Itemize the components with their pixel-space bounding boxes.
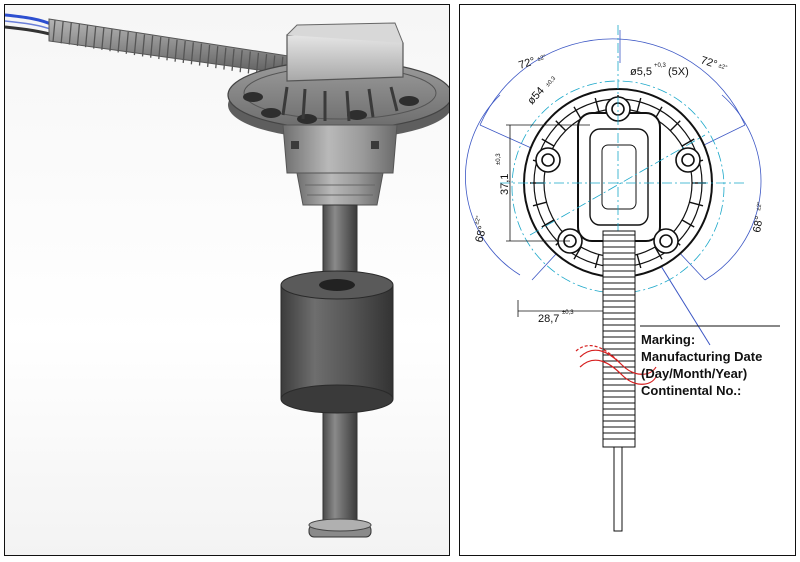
connector-cap: [286, 22, 404, 82]
dim-height-offset: 37,1: [499, 174, 511, 195]
float-ring: [280, 270, 394, 414]
sensor-housing: [282, 124, 398, 206]
marking-date: Manufacturing Date: [641, 349, 763, 364]
drawing-cable: [602, 230, 636, 532]
break-marks: [575, 345, 657, 385]
centerlines: [500, 25, 745, 305]
dim-angle-right: 68°: [751, 215, 766, 233]
bolt-holes: [535, 96, 701, 254]
dim-bolt-circle: ø54: [525, 85, 547, 107]
marking-note: Marking: Manufacturing Date (Day/Month/Y…: [641, 331, 762, 399]
linear-dimensions: [506, 124, 618, 317]
dim-hole-diameter: ø5,5: [630, 66, 652, 78]
dim-width-offset: 28,7: [538, 313, 559, 325]
sensor-3d-render-panel: [4, 4, 450, 556]
end-stop: [308, 518, 372, 538]
dim-angle-top-left-tol: ±2°: [537, 54, 548, 63]
dim-angle-left-tol: ±2°: [474, 215, 482, 226]
dim-angle-right-tol: ±2°: [756, 201, 764, 212]
dim-angle-top-right-tol: ±2°: [717, 63, 728, 72]
dim-width-offset-tol: ±0,3: [562, 310, 574, 316]
corrugated-cable: [48, 18, 296, 81]
cable-wires: [5, 13, 54, 37]
technical-drawing-panel: 72° ±2° ø5,5 +0,3 (5X) 72° ±2° ø54 ±0,3 …: [459, 4, 796, 556]
marking-title: Marking:: [641, 332, 696, 347]
sensor-render: [5, 13, 449, 538]
dim-bolt-circle-tol: ±0,3: [545, 75, 558, 88]
dim-hole-diameter-tol: +0,3: [654, 63, 667, 69]
dimension-labels: 72° ±2° ø5,5 +0,3 (5X) 72° ±2° ø54 ±0,3 …: [473, 54, 766, 325]
dim-hole-count: (5X): [668, 66, 689, 78]
dim-angle-top-left: 72°: [517, 55, 537, 72]
dim-height-offset-tol: ±0,3: [496, 153, 502, 165]
marking-part-number: Continental No.:: [641, 383, 742, 398]
marking-date-format: (Day/Month/Year): [641, 366, 748, 381]
mounting-flange: [227, 60, 449, 139]
dimension-drawing: 72° ±2° ø5,5 +0,3 (5X) 72° ±2° ø54 ±0,3 …: [465, 25, 780, 532]
dim-angle-top-right: 72°: [699, 54, 719, 71]
dim-angle-left: 68°: [473, 225, 489, 244]
